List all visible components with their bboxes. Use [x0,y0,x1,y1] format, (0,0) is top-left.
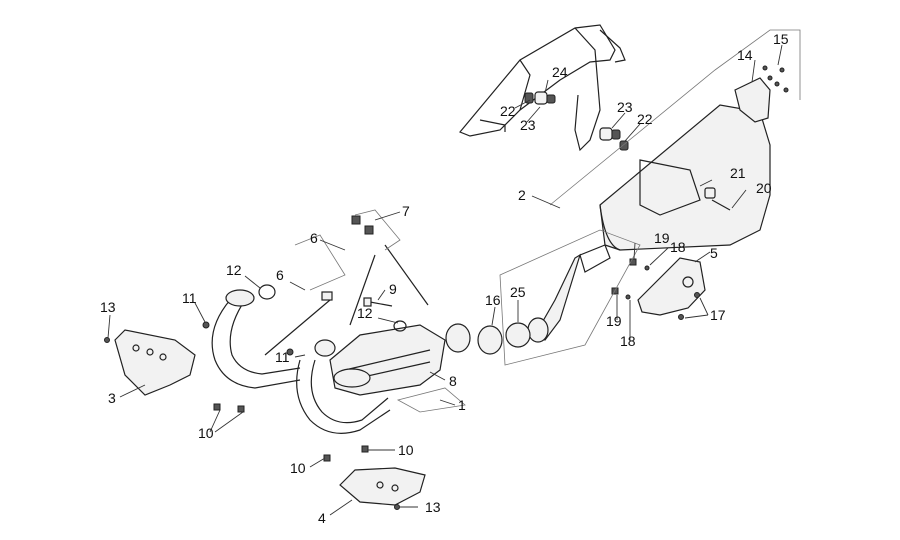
callout-3: 3 [108,390,116,406]
callout-11-lower: 11 [275,349,290,365]
callout-15: 15 [773,31,789,47]
silencer [527,104,771,343]
callout-19-upper: 19 [654,230,670,246]
callout-21: 21 [730,165,746,181]
leader-lines [107,44,783,516]
callout-11-upper: 11 [182,290,197,306]
callout-10-right: 10 [398,442,414,458]
group-brackets [294,29,801,413]
callout-22-right: 22 [637,111,653,127]
callout-13-bottom: 13 [425,499,441,515]
callout-23-right: 23 [617,99,633,115]
rear-subframe [459,24,626,152]
callout-19-lower: 19 [606,313,622,329]
gaskets [258,284,407,332]
callout-16: 16 [485,292,501,308]
callout-12-left: 12 [226,262,242,278]
clamps [477,322,531,355]
callout-7: 7 [402,203,410,219]
callout-5: 5 [710,245,718,261]
callout-1: 1 [458,397,466,413]
callout-24: 24 [552,64,568,80]
callout-18-lower: 18 [620,333,636,349]
callout-6-upper: 6 [310,230,318,246]
callout-18-upper: 18 [670,239,686,255]
catalytic-converter [329,323,471,396]
callout-4: 4 [318,510,326,526]
exhaust-headers [211,289,391,434]
callout-6-lower: 6 [276,267,284,283]
callout-25: 25 [510,284,526,300]
callout-8: 8 [449,373,457,389]
callout-10-bottom: 10 [290,460,306,476]
callout-23-left: 23 [520,117,536,133]
heat-shield-lower [339,467,426,506]
end-cap [734,65,789,123]
fasteners [104,187,731,510]
callout-12-right: 12 [357,305,373,321]
callout-17: 17 [710,307,726,323]
callout-labels: 1 2 3 4 5 6 6 7 8 9 10 10 10 11 11 12 12… [100,31,789,526]
bolt [363,297,393,307]
callout-2: 2 [518,187,526,203]
callout-14: 14 [737,47,753,63]
heat-shield-left [114,329,196,396]
heat-shield-silencer [637,257,706,316]
callout-9: 9 [389,281,397,297]
callout-22-left: 22 [500,103,516,119]
lambda-sensors [264,215,429,356]
callout-10-left: 10 [198,425,214,441]
callout-13-left: 13 [100,299,116,315]
callout-20: 20 [756,180,772,196]
mount-rubbers [524,91,629,151]
